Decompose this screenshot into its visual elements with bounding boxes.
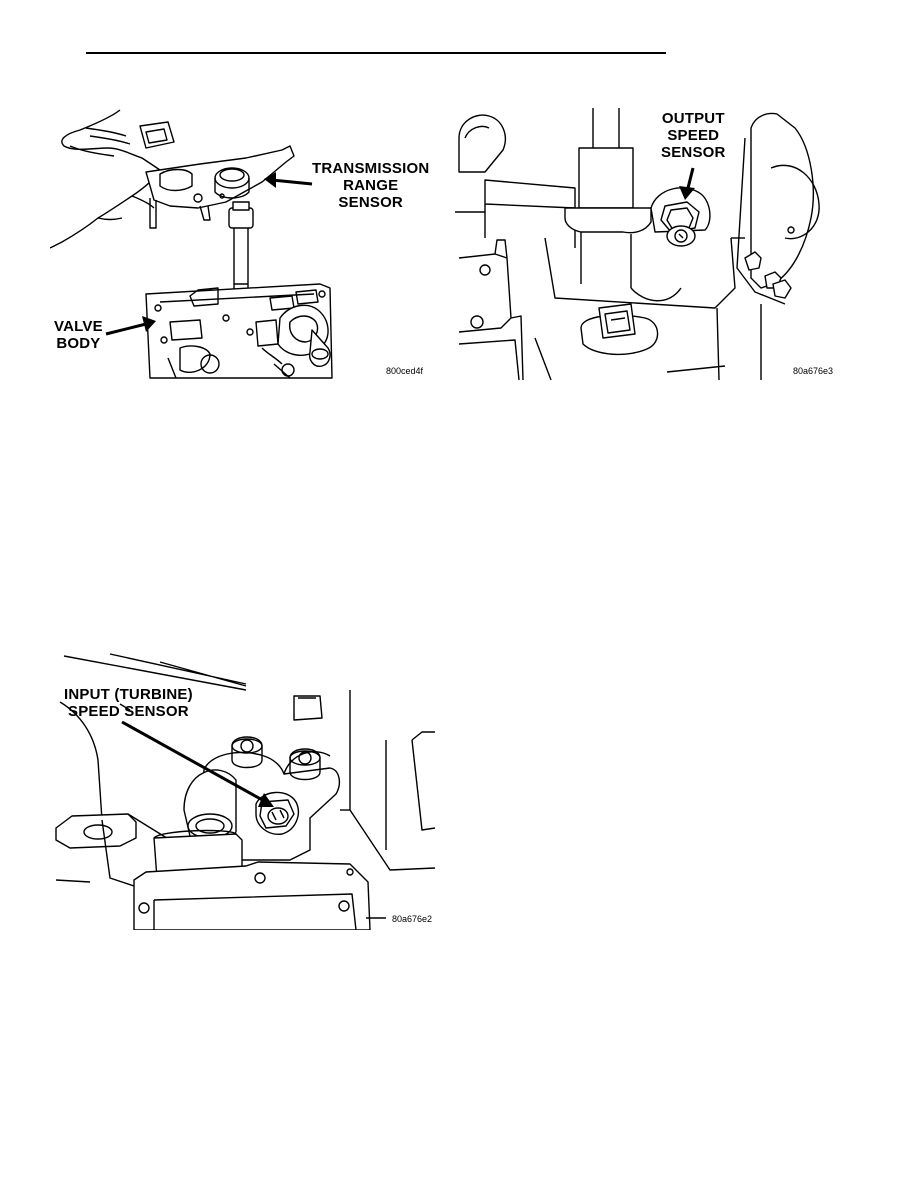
input-speed-sensor-figure: INPUT (TURBINE) SPEED SENSOR 80a676e2 [50, 650, 435, 930]
output-speed-sensor-label: OUTPUT SPEED SENSOR [661, 110, 726, 161]
label-line: SPEED SENSOR [68, 703, 189, 720]
figure-code: 80a676e2 [392, 914, 433, 924]
valve-body-label: VALVE BODY [54, 318, 103, 352]
figure-code: 80a676e3 [793, 366, 834, 376]
label-line: SENSOR [338, 194, 403, 211]
input-speed-sensor-illustration [55, 653, 435, 930]
input-speed-sensor-label: INPUT (TURBINE) SPEED SENSOR [64, 686, 193, 720]
label-line: BODY [56, 335, 101, 352]
output-speed-sensor-illustration [455, 108, 820, 380]
label-line: VALVE [54, 318, 103, 335]
header-rule [86, 52, 666, 54]
label-line: TRANSMISSION [312, 160, 430, 177]
transmission-range-sensor-figure: TRANSMISSION RANGE SENSOR VALVE BODY 800… [50, 108, 435, 380]
label-line: RANGE [343, 177, 399, 194]
label-line: SENSOR [661, 144, 726, 161]
label-line: INPUT (TURBINE) [64, 686, 193, 703]
transmission-range-sensor-label: TRANSMISSION RANGE SENSOR [312, 160, 429, 211]
label-line: OUTPUT [661, 110, 725, 127]
output-speed-sensor-figure: OUTPUT SPEED SENSOR 80a676e3 [455, 108, 840, 380]
transmission-range-sensor-illustration [50, 109, 333, 379]
figure-code: 800ced4f [386, 366, 424, 376]
label-line: SPEED [667, 127, 720, 144]
